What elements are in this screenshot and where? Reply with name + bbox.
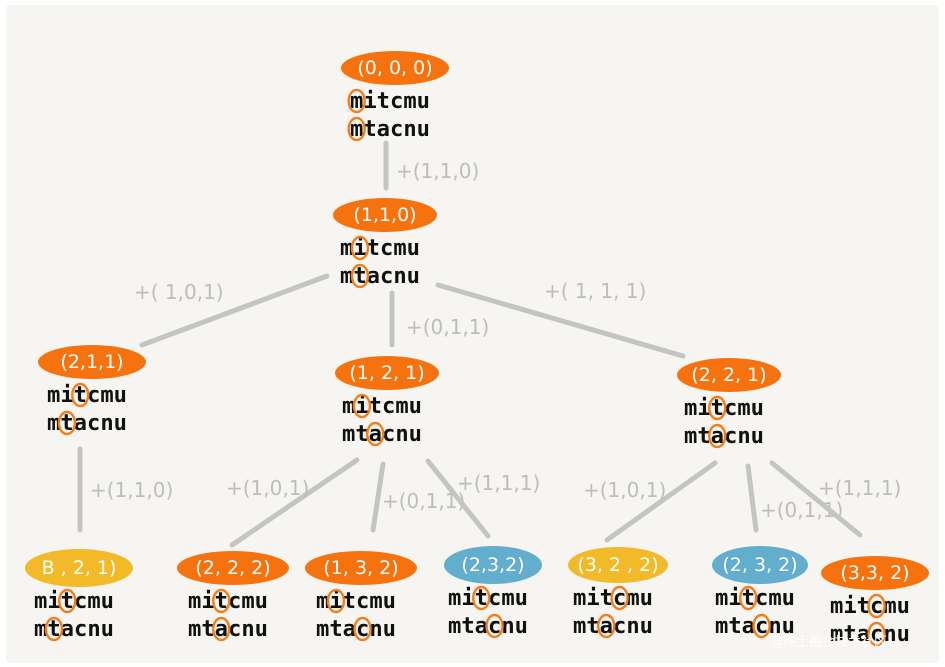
node-n222-label: (2, 2, 2) xyxy=(195,557,270,579)
edge-label-n121-to-n232a: +(1,1,1) xyxy=(457,471,540,495)
edge-label-n121-to-n222: +(1,0,1) xyxy=(226,476,309,500)
node-n332-pointer-top xyxy=(867,593,886,619)
node-n322-pointer-bottom xyxy=(597,613,616,639)
node-n211-bubble xyxy=(38,345,146,379)
node-n221-label: (2, 2, 1) xyxy=(691,364,766,386)
node-n321-bubble xyxy=(25,549,133,587)
node-n221-pointer-bottom xyxy=(708,423,727,449)
node-n232a-pointer-top xyxy=(472,585,491,611)
node-n232b-label: (2, 3, 2) xyxy=(722,554,797,576)
node-n000-pointer-top xyxy=(347,88,366,114)
paper-background xyxy=(6,5,939,663)
edges-layer: +(1,1,0) +( 1,0,1) +(0,1,1) +( 1, 1, 1) +(1,… xyxy=(77,140,901,548)
edge-n121-to-n132 xyxy=(370,461,386,533)
edge-label-n110-to-n211: +( 1,0,1) xyxy=(134,280,224,304)
node-n211-pointer-top xyxy=(71,382,90,408)
node-n000-bubble xyxy=(341,51,449,85)
node-n000-label: (0, 0, 0) xyxy=(357,57,432,79)
edge-label-n221-to-n332: +(1,1,1) xyxy=(818,476,901,500)
node-n321-pointer-bottom xyxy=(44,616,64,642)
edge-n221-to-n332 xyxy=(769,460,863,538)
node-n211-pointer-bottom xyxy=(57,410,77,436)
node-n110-label: (1,1,0) xyxy=(353,204,416,226)
node-n232b-pointer-bottom xyxy=(752,613,771,639)
watermark: @稀土掘金技术社区 xyxy=(770,634,887,650)
node-n121-pointer-bottom xyxy=(366,421,385,447)
node-n132-pointer-top xyxy=(326,588,346,614)
edge-n110-to-n211 xyxy=(139,273,330,348)
node-n322-bubble xyxy=(568,547,668,583)
edge-label-n110-to-n121: +(0,1,1) xyxy=(406,315,489,339)
node-n332-bubble xyxy=(821,556,929,590)
node-n110-pointer-bottom xyxy=(350,263,370,289)
node-n121-bubble xyxy=(335,356,439,390)
node-n232b-pointer-top xyxy=(739,585,758,611)
node-n322-pointer-top xyxy=(610,585,629,611)
node-n232a-bubble xyxy=(444,546,542,584)
node-n211-label: (2,1,1) xyxy=(60,351,123,373)
node-n000-pointer-bottom xyxy=(347,116,366,142)
edge-label-n000-to-n110: +(1,1,0) xyxy=(396,159,479,183)
node-n221-bubble xyxy=(677,358,781,392)
node-n222-pointer-top xyxy=(212,588,231,614)
node-n132-bubble xyxy=(305,551,417,585)
edge-n221-to-n232b xyxy=(745,463,759,533)
edge-n121-to-n222 xyxy=(229,457,360,548)
node-n121-label: (1, 2, 1) xyxy=(349,362,424,384)
node-n232a-pointer-bottom xyxy=(485,613,504,639)
edge-label-n221-to-n322: +(1,0,1) xyxy=(583,478,666,502)
node-n232a-label: (2,3,2) xyxy=(461,554,524,576)
node-n222-bubble xyxy=(177,551,289,585)
node-n332-label: (3,3, 2) xyxy=(840,562,909,584)
edge-n121-to-n232a xyxy=(425,458,491,539)
node-n321-pointer-top xyxy=(58,588,77,614)
node-n332-pointer-bottom xyxy=(867,621,886,647)
node-n222-pointer-bottom xyxy=(212,616,231,642)
node-n132-pointer-bottom xyxy=(353,616,372,642)
node-n221-pointer-top xyxy=(708,395,727,421)
node-n322-label: (3, 2 , 2) xyxy=(577,554,658,576)
node-n110-bubble xyxy=(333,198,437,232)
watermark-text: @稀土掘金技术社区 xyxy=(770,634,887,650)
edge-label-n110-to-n221: +( 1, 1, 1) xyxy=(544,279,646,303)
edge-n110-to-n221 xyxy=(435,282,686,359)
edge-label-n211-to-n321: +(1,1,0) xyxy=(90,478,173,502)
node-n110-pointer-top xyxy=(350,235,370,261)
edge-n221-to-n322 xyxy=(604,460,718,543)
node-n132-label: (1, 3, 2) xyxy=(323,557,398,579)
node-n121-pointer-top xyxy=(352,393,372,419)
node-n232b-bubble xyxy=(712,546,808,584)
node-n321-label: B , 2, 1) xyxy=(42,557,117,579)
